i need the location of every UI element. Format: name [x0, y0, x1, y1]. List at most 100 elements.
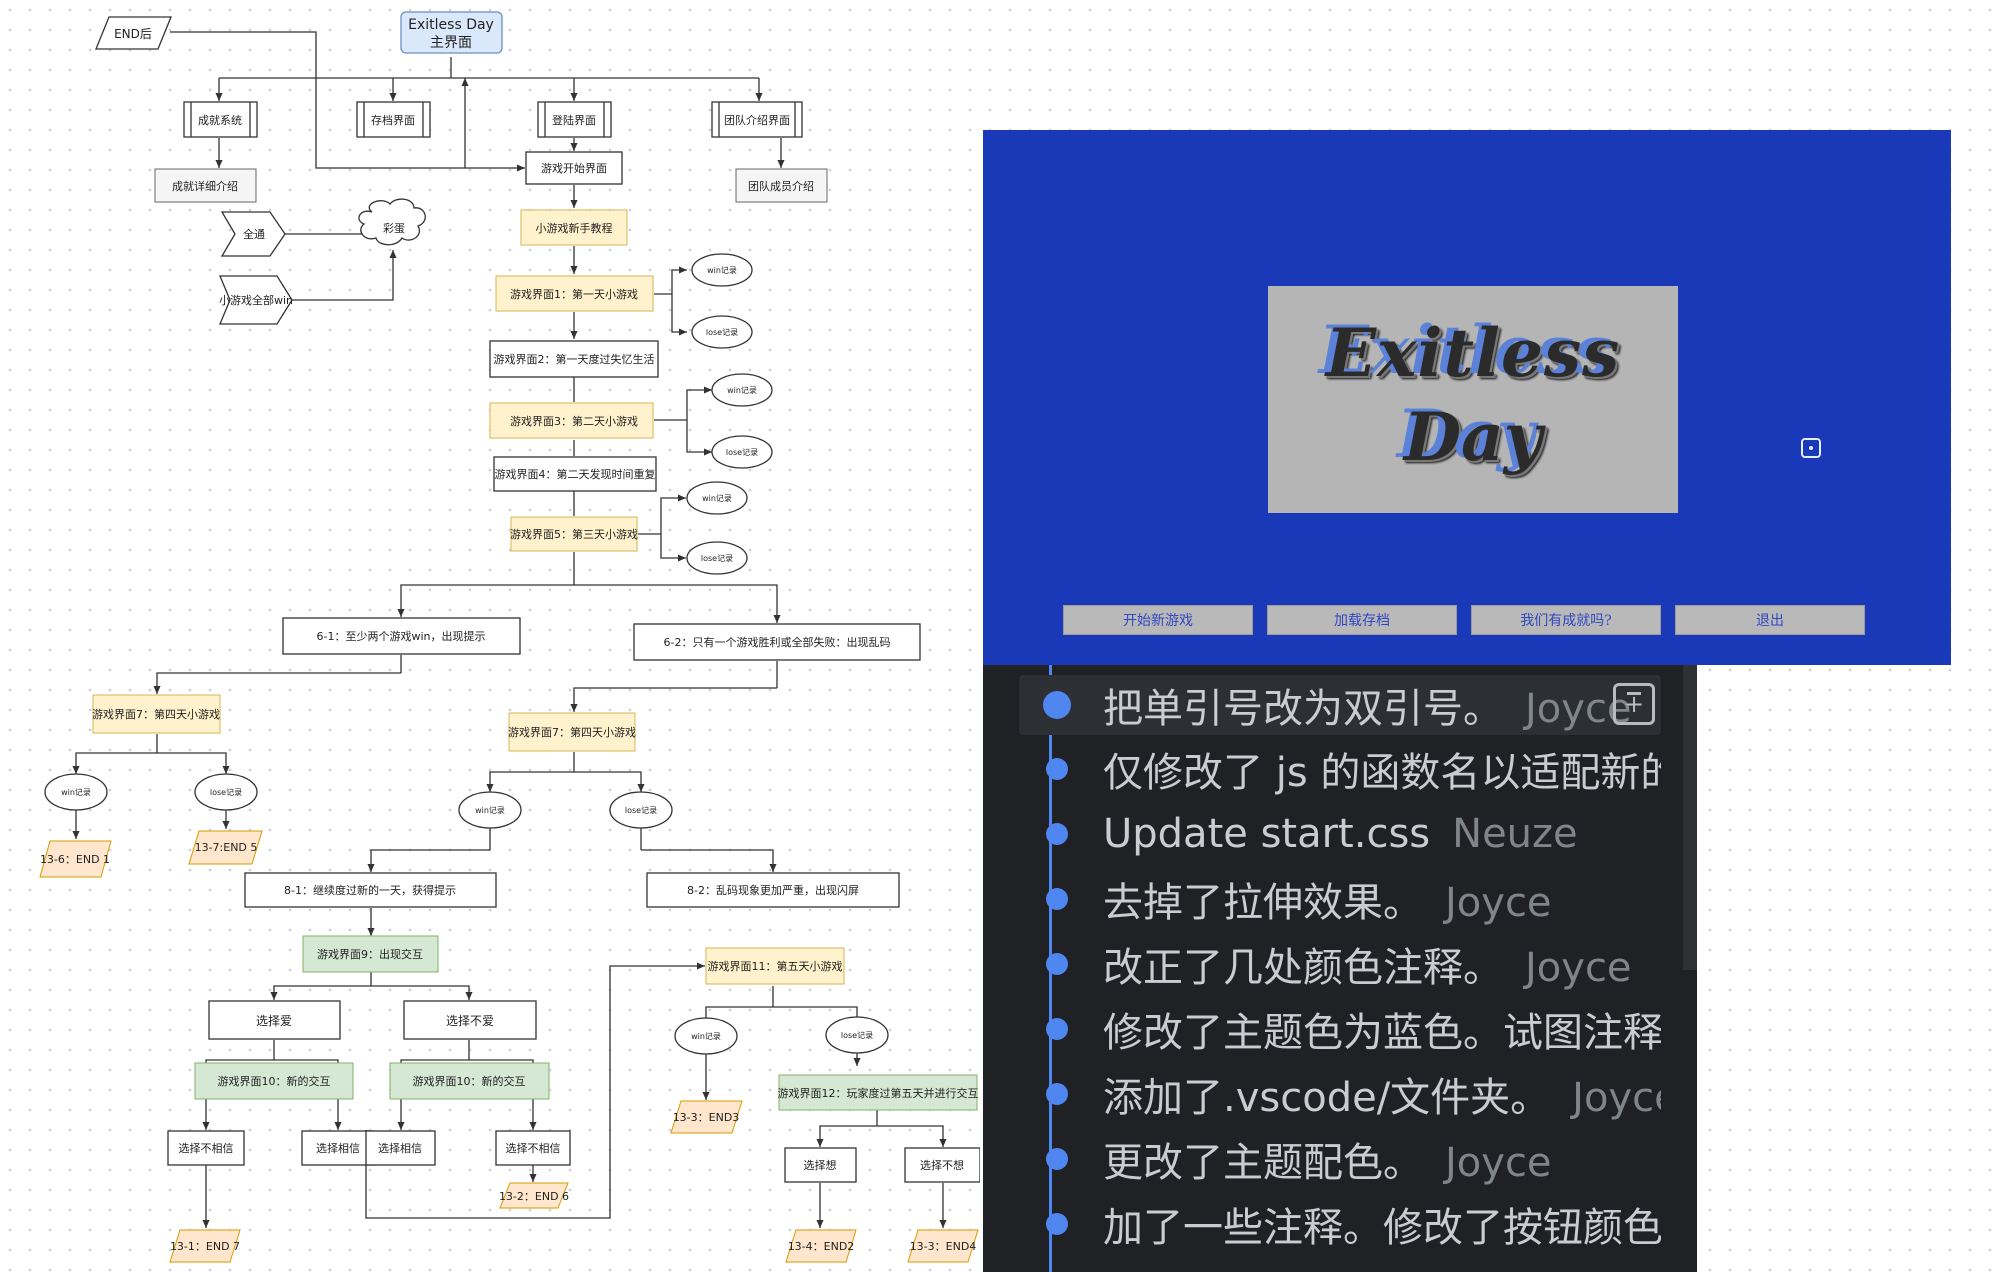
- svg-text:彩蛋: 彩蛋: [383, 222, 405, 235]
- svg-text:登陆界面: 登陆界面: [552, 113, 596, 127]
- commit-dot-icon: [1046, 888, 1068, 910]
- svg-text:win记录: win记录: [702, 494, 732, 503]
- logo-line-1: Exitless: [1325, 314, 1621, 392]
- commit-row[interactable]: 更改了主题配色。Joyce: [1019, 1129, 1661, 1189]
- node-login-screen: 登陆界面: [537, 101, 612, 138]
- node-win-record-3: win记录: [711, 373, 773, 407]
- svg-text:win记录: win记录: [475, 806, 505, 815]
- commit-row[interactable]: 修改了主题色为蓝色。试图注释...: [1019, 999, 1661, 1059]
- svg-text:lose记录: lose记录: [625, 806, 657, 815]
- node-main-screen: Exitless Day 主界面: [400, 11, 503, 54]
- svg-text:游戏界面9：出现交互: 游戏界面9：出现交互: [317, 947, 423, 961]
- node-game-screen-10a: 游戏界面10：新的交互: [194, 1062, 354, 1100]
- commit-dot-icon: [1046, 758, 1068, 780]
- node-choose-trust-a: 选择相信: [301, 1130, 375, 1166]
- svg-text:选择爱: 选择爱: [256, 1014, 292, 1028]
- commit-message: 修改了主题色为蓝色。试图注释...: [1103, 1010, 1661, 1056]
- commit-message: 加了一些注释。修改了按钮颜色...: [1103, 1205, 1661, 1251]
- svg-text:游戏界面11：第五天小游戏: 游戏界面11：第五天小游戏: [708, 959, 843, 973]
- commit-message: 去掉了拉伸效果。: [1103, 880, 1423, 926]
- commit-row[interactable]: 去掉了拉伸效果。Joyce: [1019, 869, 1661, 929]
- node-game-screen-5: 游戏界面5：第三天小游戏: [510, 516, 638, 552]
- node-choose-not-trust-b: 选择不相信: [495, 1130, 571, 1166]
- svg-text:win记录: win记录: [707, 266, 737, 275]
- commit-row[interactable]: 改正了几处颜色注释。Joyce: [1019, 934, 1661, 994]
- open-changes-icon[interactable]: [1613, 683, 1655, 725]
- commit-message: 把单引号改为双引号。: [1103, 686, 1503, 732]
- commit-row[interactable]: 添加了.vscode/文件夹。Joyce: [1019, 1064, 1661, 1124]
- achievements-button[interactable]: 我们有成就吗?: [1471, 605, 1661, 635]
- svg-text:lose记录: lose记录: [841, 1031, 873, 1040]
- svg-text:选择不想: 选择不想: [920, 1158, 964, 1172]
- svg-text:选择相信: 选择相信: [316, 1141, 360, 1155]
- svg-text:成就系统: 成就系统: [198, 113, 242, 127]
- node-game-screen-12: 游戏界面12：玩家度过第五天并进行交互: [778, 1074, 979, 1111]
- svg-text:lose记录: lose记录: [210, 788, 242, 797]
- record-icon[interactable]: [1801, 438, 1821, 458]
- commit-dot-icon: [1046, 1018, 1068, 1040]
- svg-text:win记录: win记录: [691, 1032, 721, 1041]
- commit-row[interactable]: 仅修改了 js 的函数名以适配新的...: [1019, 739, 1661, 799]
- load-save-button[interactable]: 加载存档: [1267, 605, 1457, 635]
- commit-dot-icon: [1046, 1213, 1068, 1235]
- svg-text:win记录: win记录: [727, 386, 757, 395]
- flowchart-edges: [72, 31, 947, 1228]
- node-choose-not-want: 选择不想: [904, 1147, 980, 1183]
- svg-text:选择不相信: 选择不相信: [506, 1141, 561, 1155]
- scrollbar[interactable]: [1683, 665, 1697, 970]
- svg-text:Exitless Day: Exitless Day: [408, 17, 494, 33]
- commit-row[interactable]: 加了一些注释。修改了按钮颜色...: [1019, 1194, 1661, 1254]
- svg-text:8-2：乱码现象更加严重，出现闪屏: 8-2：乱码现象更加严重，出现闪屏: [687, 883, 859, 897]
- node-branch-6-1: 6-1：至少两个游戏win，出现提示: [282, 617, 521, 655]
- svg-text:lose记录: lose记录: [701, 554, 733, 563]
- node-win-record-7a: win记录: [44, 773, 108, 811]
- game-logo: Exitless Day: [1268, 286, 1678, 513]
- node-lose-record-1: lose记录: [691, 315, 753, 349]
- node-game-start: 游戏开始界面: [525, 151, 623, 185]
- node-choose-want: 选择想: [784, 1147, 857, 1183]
- node-branch-8-1: 8-1：继续度过新的一天，获得提示: [244, 872, 497, 908]
- node-lose-record-3: lose记录: [711, 435, 773, 469]
- node-game-screen-7b: 游戏界面7：第四天小游戏: [508, 712, 636, 752]
- commit-message: 仅修改了 js 的函数名以适配新的...: [1103, 750, 1661, 796]
- node-branch-8-2: 8-2：乱码现象更加严重，出现闪屏: [646, 872, 900, 908]
- node-end-13-7: 13-7:END 5: [188, 830, 263, 865]
- commit-dot-icon: [1046, 823, 1068, 845]
- exit-button[interactable]: 退出: [1675, 605, 1865, 635]
- node-win-record-11: win记录: [674, 1017, 738, 1055]
- node-all-minigames-win: 小游戏全部win: [219, 275, 293, 325]
- svg-text:6-1：至少两个游戏win，出现提示: 6-1：至少两个游戏win，出现提示: [317, 629, 486, 643]
- commit-row[interactable]: 把单引号改为双引号。Joyce: [1019, 675, 1661, 735]
- node-win-record-7b: win记录: [458, 791, 522, 829]
- node-lose-record-5: lose记录: [686, 541, 748, 575]
- node-choose-not-trust-a: 选择不相信: [167, 1130, 245, 1166]
- node-game-screen-3: 游戏界面3：第二天小游戏: [489, 402, 654, 439]
- commit-dot-icon: [1046, 953, 1068, 975]
- svg-text:选择想: 选择想: [804, 1158, 837, 1172]
- node-end-13-6: 13-6：END 1: [39, 840, 112, 878]
- node-end-after: END后: [95, 16, 172, 50]
- svg-text:团队成员介绍: 团队成员介绍: [748, 179, 814, 193]
- svg-text:主界面: 主界面: [430, 35, 472, 51]
- new-game-button[interactable]: 开始新游戏: [1063, 605, 1253, 635]
- node-branch-6-2: 6-2：只有一个游戏胜利或全部失败：出现乱码: [633, 623, 921, 661]
- node-end-13-3a: 13-3：END3: [670, 1100, 743, 1134]
- svg-text:13-3：END3: 13-3：END3: [673, 1111, 740, 1124]
- node-lose-record-7b: lose记录: [609, 791, 673, 829]
- logo-line-2: Day: [1403, 398, 1543, 476]
- svg-text:游戏界面1：第一天小游戏: 游戏界面1：第一天小游戏: [510, 287, 638, 301]
- node-game-screen-10b: 游戏界面10：新的交互: [389, 1062, 550, 1100]
- node-win-record-1: win记录: [691, 253, 753, 287]
- svg-text:游戏界面10：新的交互: 游戏界面10：新的交互: [413, 1074, 526, 1088]
- commit-author: Joyce: [1445, 1140, 1552, 1186]
- svg-text:游戏界面2：第一天度过失忆生活: 游戏界面2：第一天度过失忆生活: [494, 352, 655, 366]
- game-flowchart: END后 Exitless Day 主界面 成就系统 存档界面 登陆界面 团队介…: [39, 11, 980, 1263]
- commit-history-panel: 把单引号改为双引号。Joyce 仅修改了 js 的函数名以适配新的... Upd…: [983, 665, 1697, 1272]
- svg-text:lose记录: lose记录: [726, 448, 758, 457]
- commit-dot-icon: [1043, 691, 1071, 719]
- svg-text:团队介绍界面: 团队介绍界面: [724, 113, 790, 127]
- node-lose-record-11: lose记录: [825, 1016, 889, 1054]
- svg-text:lose记录: lose记录: [706, 328, 738, 337]
- node-end-13-3b: 13-3：END4: [907, 1229, 979, 1263]
